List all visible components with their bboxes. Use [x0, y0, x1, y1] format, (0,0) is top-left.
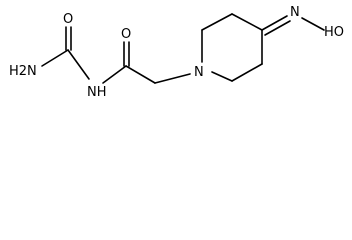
- bond-ring-c6-n: [211, 71, 233, 82]
- bond-nh-amide-c: [102, 65, 127, 84]
- bond-oxime-c-n-2: [264, 20, 291, 36]
- bond-urea-c-nh2: [41, 49, 69, 67]
- bond-ch2-ring-n: [154, 73, 191, 84]
- atom-label-urea-oxygen: O: [63, 12, 73, 27]
- bond-ring-c3-c4: [231, 13, 263, 31]
- bond-ring-c2-c3: [201, 13, 233, 31]
- atom-label-nh: NH: [87, 85, 107, 100]
- bond-amide-c-ch2: [125, 65, 156, 84]
- bond-urea-c-nh: [67, 49, 90, 80]
- molecule-structure: H2N O NH O N N HO: [9, 5, 344, 100]
- atom-label-hydroxyl: HO: [324, 25, 344, 40]
- atom-label-ring-nitrogen: N: [194, 65, 204, 80]
- bond-oxime-c-n-1: [261, 15, 288, 31]
- structure-canvas: H2N O NH O N N HO: [0, 0, 352, 107]
- bond-oxime-n-oh: [301, 17, 325, 31]
- atom-label-nh2: H2N: [9, 64, 37, 79]
- atom-label-amide-oxygen: O: [121, 27, 131, 42]
- atom-label-oxime-nitrogen: N: [290, 5, 300, 20]
- bonds: [41, 13, 325, 84]
- atom-labels: H2N O NH O N N HO: [9, 5, 344, 100]
- bond-ring-c5-c6: [231, 63, 263, 82]
